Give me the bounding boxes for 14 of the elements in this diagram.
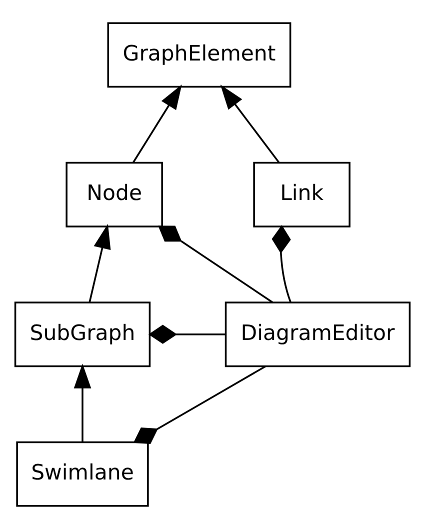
- connector: [158, 226, 274, 304]
- arrow: [74, 364, 92, 442]
- arrow: [220, 84, 280, 164]
- node-box: Node: [66, 162, 163, 228]
- arrow: [132, 84, 182, 164]
- node-box: SubGraph: [14, 302, 151, 368]
- node-box: DiagramEditor: [224, 302, 411, 368]
- connector: [133, 366, 266, 444]
- node-box: GraphElement: [107, 22, 292, 88]
- arrow: [88, 224, 111, 303]
- connector: [272, 224, 292, 303]
- node-box: Swimlane: [16, 441, 149, 507]
- connector: [148, 324, 226, 344]
- node-box: Link: [253, 162, 350, 228]
